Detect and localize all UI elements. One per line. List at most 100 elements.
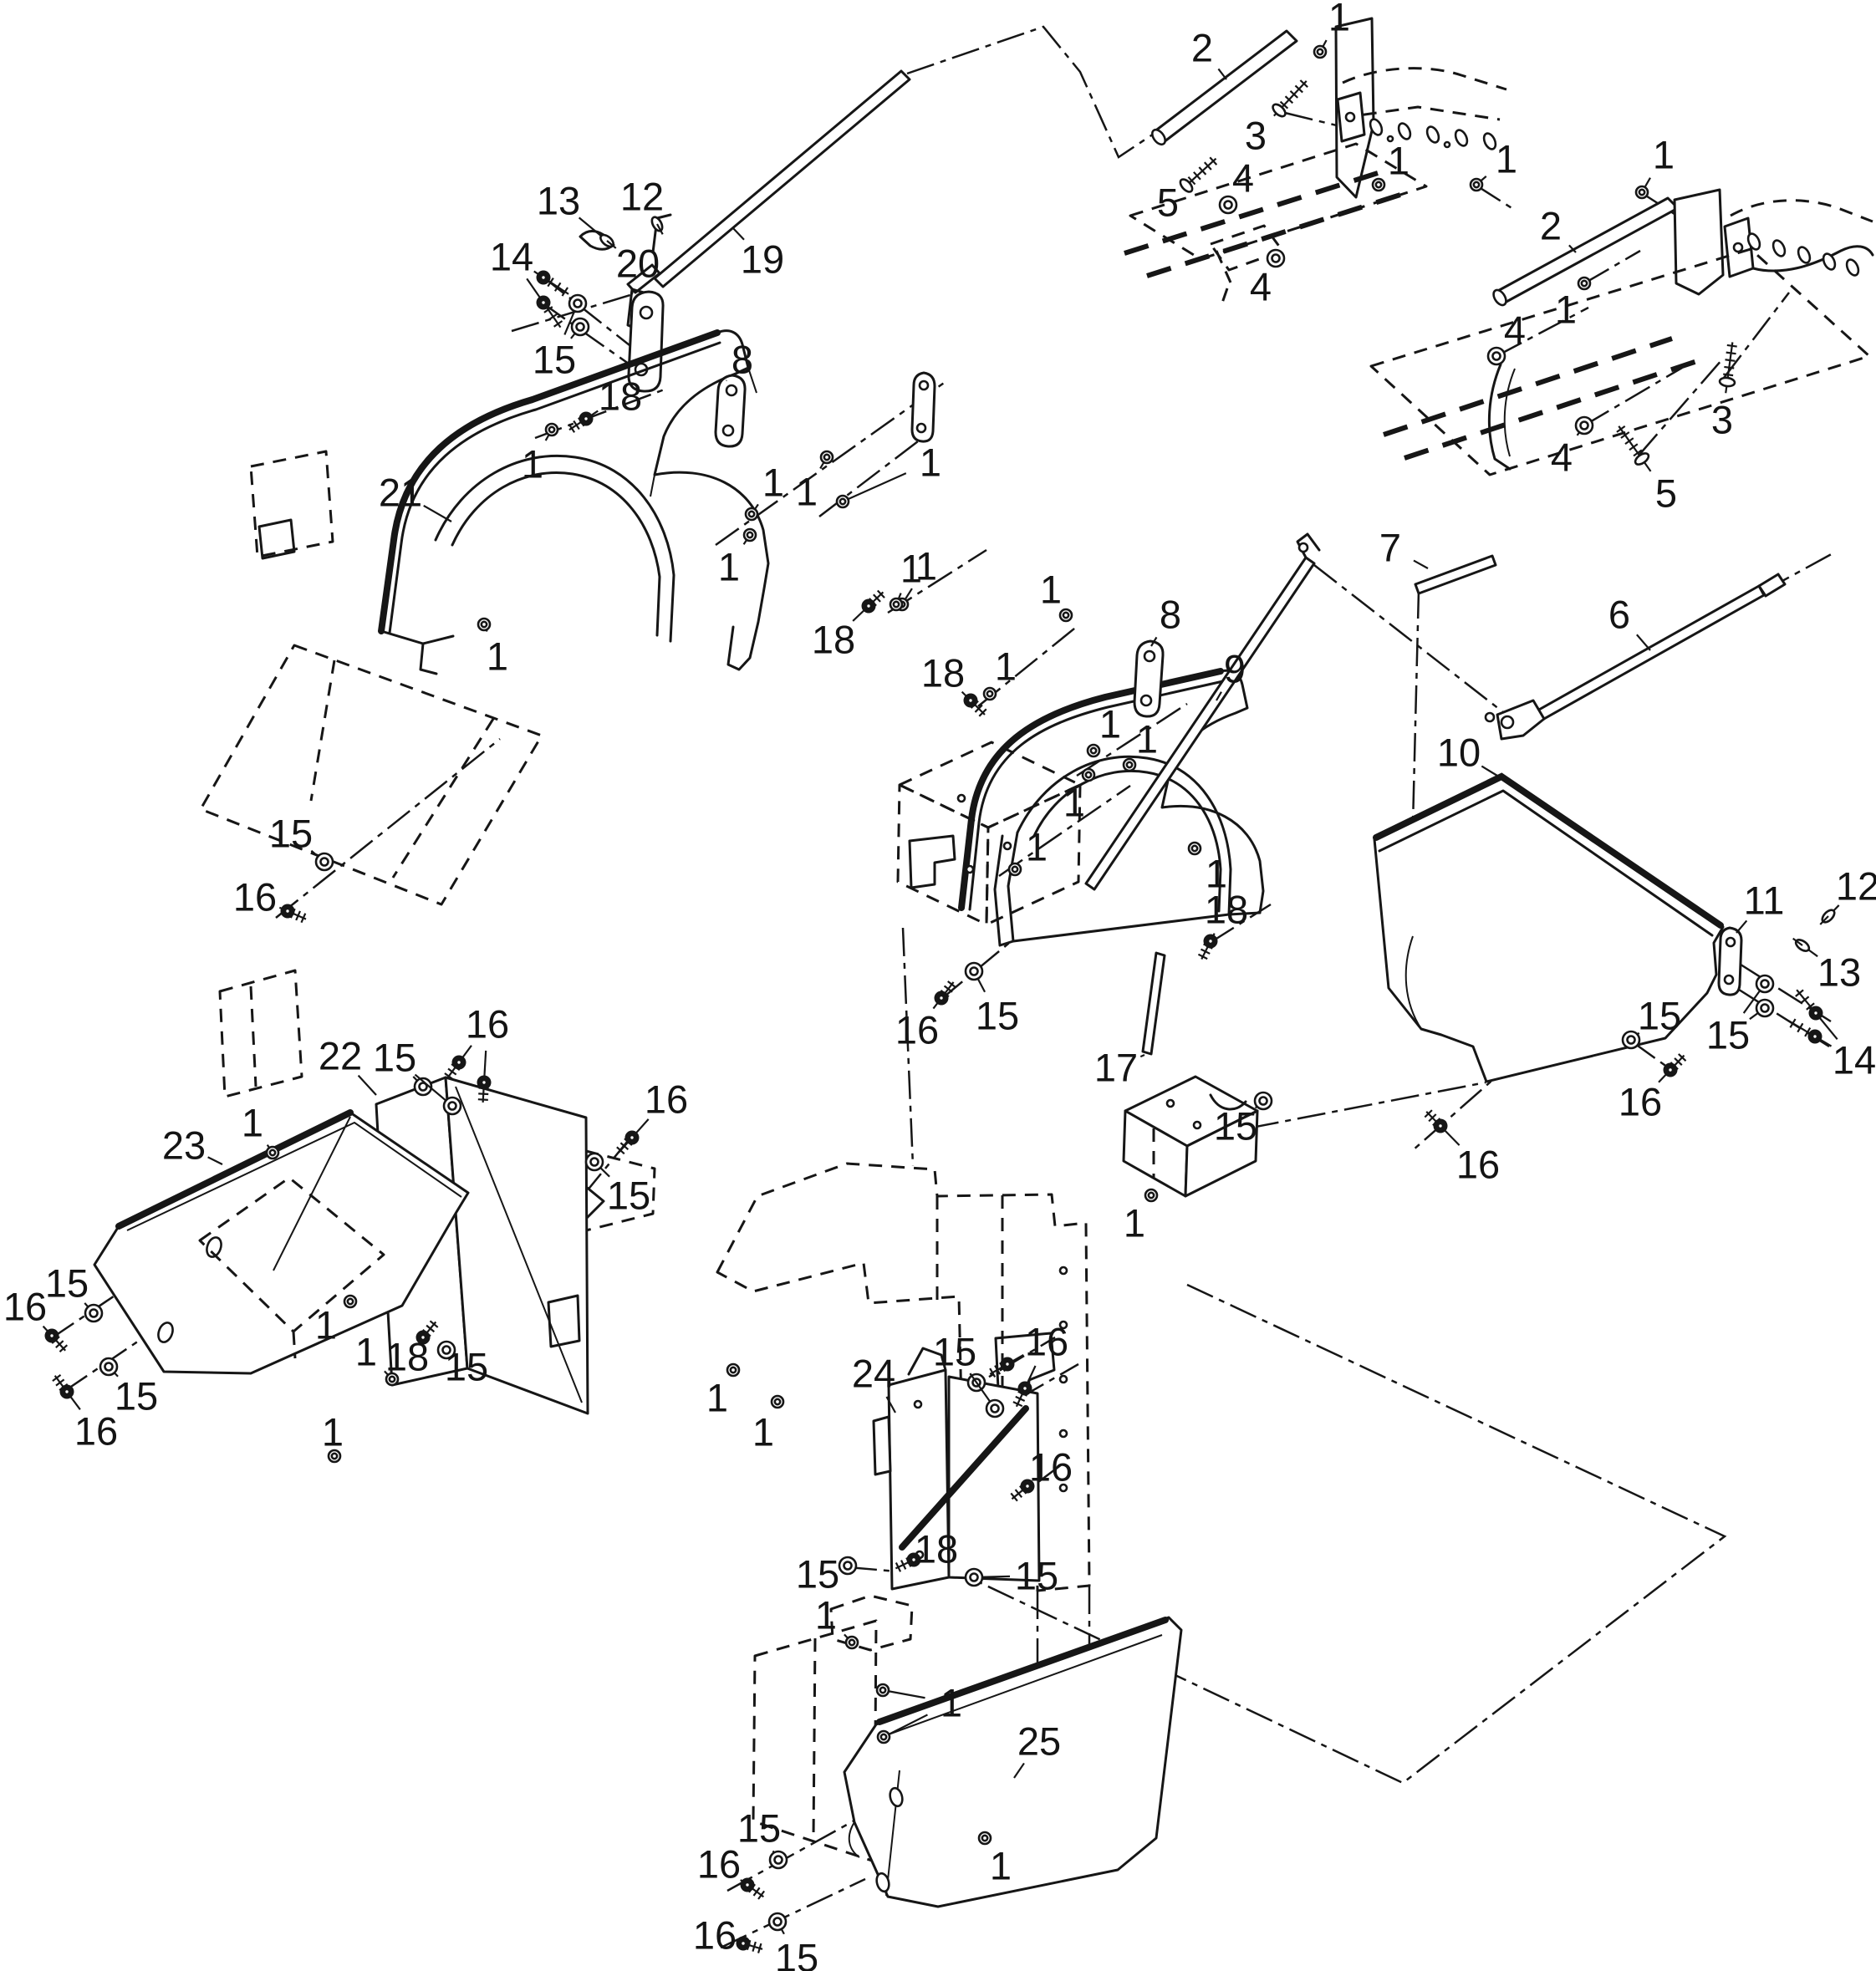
- callout-15: 15: [796, 1552, 858, 1597]
- manifold-right: [1723, 199, 1874, 278]
- callout-4: 4: [1551, 415, 1594, 480]
- callout-label: 23: [162, 1123, 206, 1168]
- link-8-middle: [1133, 639, 1165, 718]
- callout-label: 1: [990, 1844, 1012, 1888]
- callout-label: 18: [599, 374, 642, 419]
- callout-label: 18: [1205, 888, 1248, 932]
- callout-label: 15: [45, 1261, 89, 1306]
- callout-15: 15: [964, 961, 1019, 1038]
- callout-1: 1: [875, 1681, 962, 1744]
- callout-18: 18: [895, 1527, 958, 1572]
- callout-15: 15: [1706, 974, 1775, 1057]
- hanger-link: [910, 371, 936, 443]
- callout-8: 8: [725, 338, 753, 382]
- callout-label: 15: [1015, 1554, 1058, 1598]
- callout-label: 18: [812, 618, 855, 662]
- callout-label: 1: [242, 1101, 263, 1145]
- callout-1: 1: [1187, 841, 1227, 896]
- rod-19: [626, 69, 911, 332]
- bracket-11: [1717, 926, 1743, 996]
- manifold-left: [1336, 67, 1507, 150]
- callout-label: 1: [315, 1303, 337, 1347]
- callout-16: 16: [1619, 1053, 1687, 1124]
- callout-label: 1: [1136, 717, 1158, 761]
- callout-1: 1: [1040, 568, 1073, 623]
- callout-label: 1: [796, 470, 818, 514]
- callout-label: 15: [775, 1936, 818, 1971]
- callout-1: 1: [718, 527, 757, 589]
- callout-4: 4: [1486, 308, 1526, 366]
- callout-label: 15: [533, 338, 576, 382]
- callout-12: 12: [620, 175, 664, 235]
- lever-rod-9: [1084, 532, 1321, 891]
- callout-1: 1: [522, 422, 559, 486]
- callout-label: 5: [1157, 181, 1179, 225]
- callout-label: 1: [1040, 568, 1062, 612]
- callout-15: 15: [1621, 994, 1681, 1050]
- rod-7: [1414, 554, 1497, 595]
- callout-label: 8: [1160, 593, 1181, 637]
- callout-10: 10: [1437, 731, 1502, 779]
- callout-label: 1: [322, 1410, 344, 1454]
- callout-23: 23: [162, 1123, 223, 1168]
- callout-24: 24: [852, 1352, 896, 1413]
- callout-label: 16: [466, 1002, 509, 1047]
- callout-label: 1: [487, 634, 508, 679]
- callout-1: 1: [315, 1294, 358, 1347]
- tube-2-right: [1492, 196, 1680, 307]
- callout-16: 16: [233, 875, 307, 924]
- callout-label: 16: [1029, 1445, 1073, 1490]
- callout-1: 1: [835, 441, 941, 509]
- callout-16: 16: [989, 1320, 1068, 1408]
- hidden-bracket-left: [249, 450, 334, 560]
- callout-label: 8: [732, 338, 753, 382]
- callout-label: 6: [1608, 593, 1630, 637]
- callout-18: 18: [385, 1320, 439, 1379]
- callout-16: 16: [895, 980, 956, 1052]
- callout-16: 16: [1424, 1109, 1500, 1187]
- link-8-left: [714, 374, 747, 448]
- callout-label: 4: [1551, 435, 1573, 480]
- callout-11: 11: [1736, 879, 1784, 934]
- panel-24: [872, 1347, 1041, 1591]
- callout-14: 14: [490, 235, 569, 328]
- callout-13: 13: [537, 179, 617, 249]
- callout-label: 4: [1232, 156, 1254, 201]
- callout-label: 19: [741, 237, 784, 282]
- callout-2: 2: [1191, 26, 1227, 80]
- callout-7: 7: [1379, 526, 1429, 570]
- callout-1: 1: [1313, 0, 1350, 59]
- callout-label: 16: [895, 1008, 939, 1052]
- callout-1: 1: [796, 450, 834, 514]
- callout-1: 1: [977, 1831, 1012, 1888]
- callout-label: 4: [1250, 265, 1272, 309]
- callout-20: 20: [616, 242, 660, 295]
- callout-label: 15: [373, 1036, 416, 1080]
- shield-23: [93, 1109, 470, 1375]
- callout-label: 1: [815, 1593, 837, 1637]
- callout-label: 1: [522, 442, 543, 486]
- callout-label: 5: [1655, 471, 1677, 516]
- callout-label: 1: [1063, 781, 1085, 825]
- callout-4: 4: [1218, 156, 1254, 215]
- callout-label: 2: [1191, 26, 1213, 70]
- callout-label: 1: [752, 1410, 774, 1454]
- callout-label: 1: [1099, 702, 1121, 746]
- callout-label: 1: [915, 544, 937, 588]
- callout-8: 8: [1150, 593, 1181, 647]
- callout-label: 15: [737, 1806, 781, 1851]
- callout-16: 16: [3, 1285, 69, 1353]
- callout-16: 16: [52, 1374, 118, 1454]
- box-bracket-lower: [1122, 1075, 1259, 1198]
- callout-4: 4: [1250, 248, 1286, 309]
- callout-label: 3: [1245, 114, 1267, 158]
- callout-label: 1: [1328, 0, 1350, 39]
- callout-label: 18: [915, 1527, 958, 1571]
- callout-label: 2: [1540, 204, 1562, 248]
- callout-label: 16: [693, 1913, 737, 1958]
- callout-15: 15: [45, 1261, 104, 1323]
- callout-13: 13: [1792, 937, 1861, 995]
- callout-1: 1: [1634, 133, 1675, 200]
- callout-19: 19: [732, 227, 784, 282]
